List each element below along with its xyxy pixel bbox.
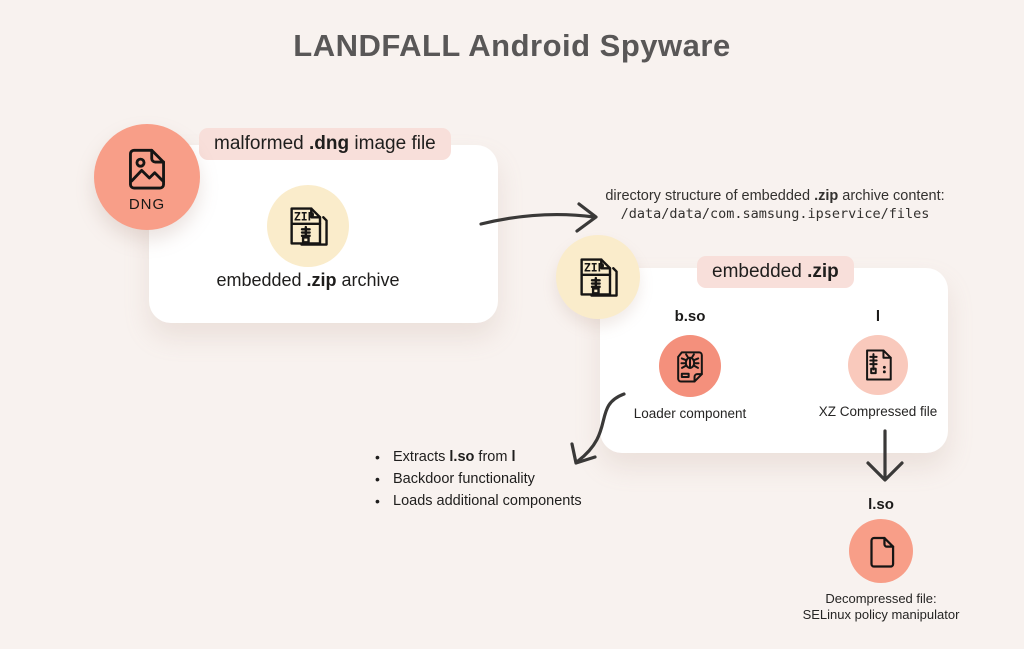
dng-card-label-pre: malformed	[214, 133, 310, 154]
dng-card-label-bold: .dng	[309, 133, 350, 154]
bullet2-text: Backdoor functionality	[393, 471, 535, 487]
decompressed-caption-line1: Decompressed file:	[825, 591, 937, 606]
bullet-item: • Extracts l.so from l	[375, 449, 645, 471]
dir-post: archive content:	[838, 188, 945, 204]
document-icon	[849, 519, 913, 583]
lso-filename: l.so	[868, 496, 894, 513]
svg-text:ZIP: ZIP	[584, 261, 605, 275]
bullet3-text: Loads additional components	[393, 493, 582, 509]
caption-bold: .zip	[306, 270, 337, 290]
arrow-xz-to-decompressed	[866, 429, 904, 482]
bullet-dot: •	[375, 493, 380, 509]
arrow-dng-to-zip	[479, 202, 598, 233]
directory-note-line1: directory structure of embedded .zip arc…	[570, 188, 980, 204]
loader-component-node: b.so Loader component	[610, 308, 770, 421]
embedded-zip-node: ZIP	[267, 185, 349, 267]
bullet-item: • Backdoor functionality	[375, 471, 645, 493]
bullet1-pre: Extracts	[393, 449, 450, 465]
decompressed-caption-line2: SELinux policy manipulator	[802, 607, 960, 622]
zip-card-label: embedded .zip	[697, 256, 854, 288]
bug-file-icon	[659, 335, 721, 397]
dir-bold: .zip	[814, 188, 839, 204]
dir-pre: directory structure of embedded	[605, 188, 815, 204]
zip-card-label-bold: .zip	[807, 261, 839, 282]
directory-path: /data/data/com.samsung.ipservice/files	[620, 206, 930, 222]
bullet-dot: •	[375, 449, 380, 465]
xz-caption: XZ Compressed file	[818, 404, 938, 419]
embedded-zip-node-2: ZIP	[556, 235, 640, 319]
zip-archive-icon: ZIP	[284, 202, 332, 250]
svg-text:ZIP: ZIP	[294, 210, 315, 224]
zip-archive-icon: ZIP	[574, 253, 622, 301]
xz-compressed-file-icon	[848, 335, 908, 395]
loader-bullet-list: • Extracts l.so from l • Backdoor functi…	[375, 449, 645, 515]
bullet-dot: •	[375, 471, 380, 487]
bullet1-bold1: l.so	[449, 449, 475, 465]
dng-file-node: DNG	[94, 124, 200, 230]
page-title: LANDFALL Android Spyware	[293, 28, 731, 63]
arrow-loader-to-bullets	[570, 392, 626, 465]
zip-card-label-pre: embedded	[712, 261, 808, 282]
decompressed-caption: Decompressed file: SELinux policy manipu…	[771, 591, 991, 623]
bullet1-bold2: l	[511, 449, 516, 465]
bso-filename: b.so	[674, 308, 706, 325]
dng-badge-label: DNG	[128, 195, 166, 213]
embedded-zip-archive-caption: embedded .zip archive	[158, 270, 458, 291]
caption-pre: embedded	[216, 270, 307, 290]
caption-post: archive	[336, 270, 400, 290]
directory-structure-note: directory structure of embedded .zip arc…	[570, 188, 980, 222]
dng-card-label: malformed .dng image file	[199, 128, 451, 160]
l-filename: l	[875, 308, 881, 325]
loader-caption: Loader component	[633, 406, 747, 421]
bullet-item: • Loads additional components	[375, 493, 645, 515]
dng-image-file-icon	[121, 142, 173, 194]
decompressed-file-node: l.so Decompressed file: SELinux policy m…	[771, 496, 991, 623]
dng-card-label-post: image file	[349, 133, 436, 154]
bullet1-mid: from	[474, 449, 512, 465]
xz-file-node: l XZ Compressed file	[798, 308, 958, 419]
